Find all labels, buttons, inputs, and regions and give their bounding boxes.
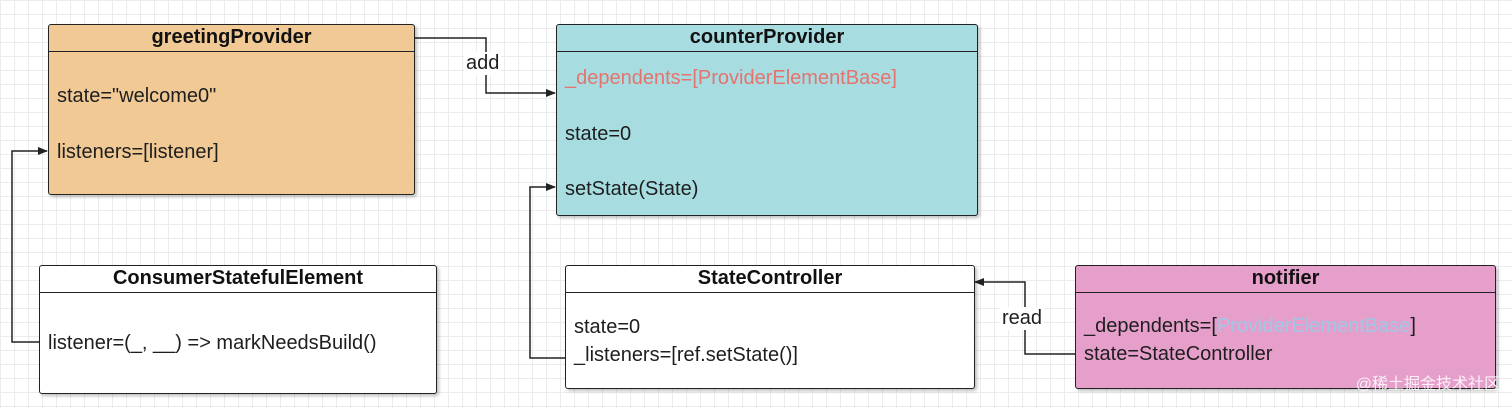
state-controller-node: StateController state=0 _listeners=[ref.… [565,265,975,389]
notifier-node: notifier _dependents=[ProviderElementBas… [1075,265,1496,389]
node-field-state: state=StateController [1084,343,1273,365]
node-field-state: state=0 [574,316,641,338]
node-field-dependents: _dependents=[ProviderElementBase] [1084,315,1416,338]
node-title: ConsumerStatefulElement [40,266,436,293]
node-field-listeners: listeners=[listener] [57,141,219,163]
node-title: greetingProvider [49,25,414,52]
counter-provider-node: counterProvider _dependents=[ProviderEle… [556,24,978,216]
node-title: notifier [1076,266,1495,293]
node-title: StateController [566,266,974,293]
node-field-listener: listener=(_, __) => markNeedsBuild() [48,332,377,354]
node-field-listeners: _listeners=[ref.setState()] [574,344,798,366]
node-field-state: state=0 [565,123,632,145]
dependents-prefix: _dependents=[ [1084,315,1217,337]
edge-listener [11,147,48,343]
node-title: counterProvider [557,25,977,52]
node-field-set-state: setState(State) [565,178,699,200]
node-field-dependents: _dependents=[ProviderElementBase] [565,67,897,89]
greeting-provider-node: greetingProvider state="welcome0" listen… [48,24,415,195]
dependents-inner: ProviderElementBase [1216,315,1411,337]
consumer-stateful-element-node: ConsumerStatefulElement listener=(_, __)… [39,265,437,394]
edge-label-add: add [464,52,502,75]
node-field-state: state="welcome0" [57,85,217,107]
edge-label-read: read [1000,307,1045,330]
watermark-text: @稀土掘金技术社区 [1355,376,1500,393]
dependents-suffix: ] [1410,315,1416,337]
edge-set-state [529,183,565,359]
